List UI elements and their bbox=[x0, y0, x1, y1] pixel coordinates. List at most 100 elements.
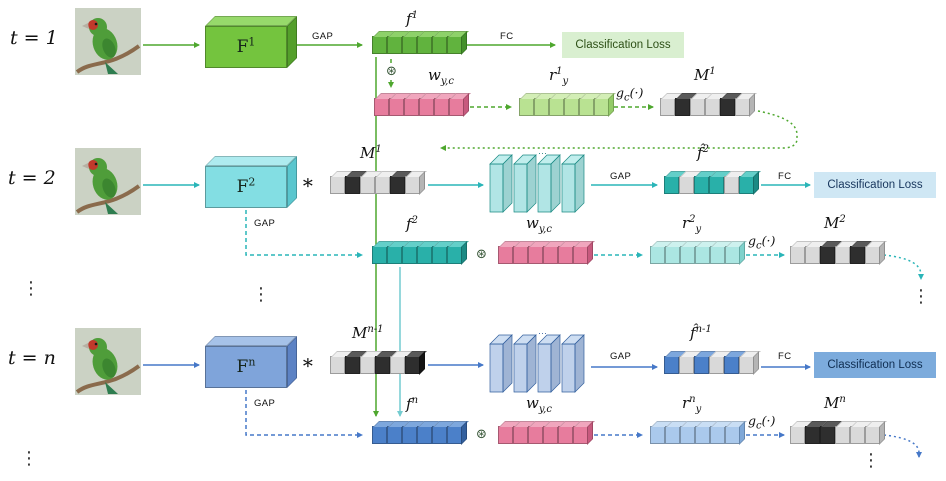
cube-cell bbox=[345, 356, 360, 374]
cube-cell bbox=[695, 426, 710, 444]
cube-cell bbox=[417, 246, 432, 264]
convolution-star-icon-t2: ∗ bbox=[301, 170, 315, 194]
cube-cell bbox=[694, 356, 709, 374]
cube-cell bbox=[735, 98, 750, 116]
masked-feature-label-tn: f̂n-1 bbox=[690, 324, 712, 342]
vector-f2 bbox=[372, 240, 462, 270]
cube-cell bbox=[417, 426, 432, 444]
cube-cell bbox=[447, 246, 462, 264]
cube-cell bbox=[579, 98, 594, 116]
feature-maps-stack-tn: ··· bbox=[486, 328, 590, 398]
mask-label-m2: M2 bbox=[824, 214, 846, 232]
box-top-face bbox=[205, 16, 297, 26]
cube-cell bbox=[402, 36, 417, 54]
cube-cell bbox=[558, 246, 573, 264]
feature-label-f2: f2 bbox=[406, 215, 418, 233]
cube-cell bbox=[790, 426, 805, 444]
cube-cell bbox=[573, 246, 588, 264]
gate-label-t2: gc(·) bbox=[748, 233, 776, 252]
stack-ellipsis: ··· bbox=[538, 328, 547, 338]
vector-mask-mn-1-input bbox=[330, 350, 420, 380]
cube-cell bbox=[513, 426, 528, 444]
cube-cell bbox=[690, 98, 705, 116]
cube-cell bbox=[665, 246, 680, 264]
cube-cell bbox=[665, 426, 680, 444]
cube-cell bbox=[594, 98, 609, 116]
prev-mask-label-t2: M1 bbox=[360, 144, 382, 162]
cube-cell bbox=[680, 246, 695, 264]
vector-weights-tn bbox=[498, 420, 588, 450]
gap-label-t1: GAP bbox=[312, 31, 334, 42]
box-front-face: Fn bbox=[205, 346, 287, 388]
cube-cell bbox=[372, 36, 387, 54]
cube-cell bbox=[865, 246, 880, 264]
cube-cell bbox=[549, 98, 564, 116]
cube-cell bbox=[374, 98, 389, 116]
box-side-face bbox=[287, 336, 297, 388]
feature-maps-stack-t2: ··· bbox=[486, 148, 590, 218]
cube-cell bbox=[710, 426, 725, 444]
cube-cell bbox=[675, 98, 690, 116]
cube-cell bbox=[820, 246, 835, 264]
cube-cell bbox=[390, 356, 405, 374]
cube-cell bbox=[835, 246, 850, 264]
cube-cell bbox=[850, 246, 865, 264]
cube-cell bbox=[432, 246, 447, 264]
cube-cell bbox=[543, 426, 558, 444]
weights-label-t1: wy,c bbox=[428, 66, 454, 87]
cube-cell bbox=[402, 426, 417, 444]
cube-cell bbox=[434, 98, 449, 116]
gate-label-tn: gc(·) bbox=[748, 413, 776, 432]
cube-cell bbox=[724, 356, 739, 374]
cube-cell bbox=[372, 426, 387, 444]
mask-label-mn: Mn bbox=[824, 394, 846, 412]
response-label-t1: r1y bbox=[549, 66, 569, 87]
time-label-tn: t = n bbox=[8, 347, 56, 369]
cube-cell bbox=[387, 36, 402, 54]
cube-cell bbox=[558, 426, 573, 444]
cube-cell bbox=[419, 98, 434, 116]
mask-label-m1: M1 bbox=[694, 66, 716, 84]
vector-mask-m1-input bbox=[330, 170, 420, 200]
cube-cell bbox=[679, 176, 694, 194]
prev-mask-label-tn: Mn-1 bbox=[352, 324, 384, 342]
cube-cell bbox=[790, 246, 805, 264]
cube-cell bbox=[850, 426, 865, 444]
cube-cell bbox=[404, 98, 419, 116]
backbone-box-f1: F1 bbox=[205, 16, 297, 68]
gate-label-t1: gc(·) bbox=[616, 85, 644, 104]
vdots-center-mid: ⋮ bbox=[252, 284, 270, 305]
cube-cell bbox=[709, 356, 724, 374]
cube-cell bbox=[679, 356, 694, 374]
gap-label-tn-main: GAP bbox=[610, 351, 632, 362]
cube-cell bbox=[432, 426, 447, 444]
cube-cell bbox=[805, 246, 820, 264]
cube-cell bbox=[664, 356, 679, 374]
box-front-face: F1 bbox=[205, 26, 287, 68]
feature-label-f1: f1 bbox=[406, 10, 418, 28]
classification-loss-t2: Classification Loss bbox=[814, 172, 936, 198]
fc-label-t1: FC bbox=[500, 31, 514, 42]
vector-fhatn bbox=[664, 350, 754, 380]
vdots-right-mid: ⋮ bbox=[912, 286, 930, 307]
cube-cell bbox=[387, 426, 402, 444]
cube-cell bbox=[330, 176, 345, 194]
elementwise-op-icon-t2: ⊛ bbox=[474, 247, 489, 262]
cube-cell bbox=[389, 98, 404, 116]
cube-cell bbox=[695, 246, 710, 264]
elementwise-op-icon-t1: ⊛ bbox=[384, 64, 399, 79]
cube-cell bbox=[720, 98, 735, 116]
vector-response-tn bbox=[650, 420, 740, 450]
cube-cell bbox=[650, 246, 665, 264]
vector-weights-t1 bbox=[374, 92, 464, 122]
backbone-label-fn: Fn bbox=[236, 355, 256, 377]
classification-loss-tn: Classification Loss bbox=[814, 352, 936, 378]
cube-cell bbox=[724, 176, 739, 194]
cube-cell bbox=[835, 426, 850, 444]
vdots-left-bottom: ⋮ bbox=[20, 448, 38, 469]
cube-cell bbox=[865, 426, 880, 444]
cube-cell bbox=[372, 246, 387, 264]
vdots-right-bottom: ⋮ bbox=[862, 450, 880, 471]
response-label-tn: rny bbox=[682, 394, 702, 415]
